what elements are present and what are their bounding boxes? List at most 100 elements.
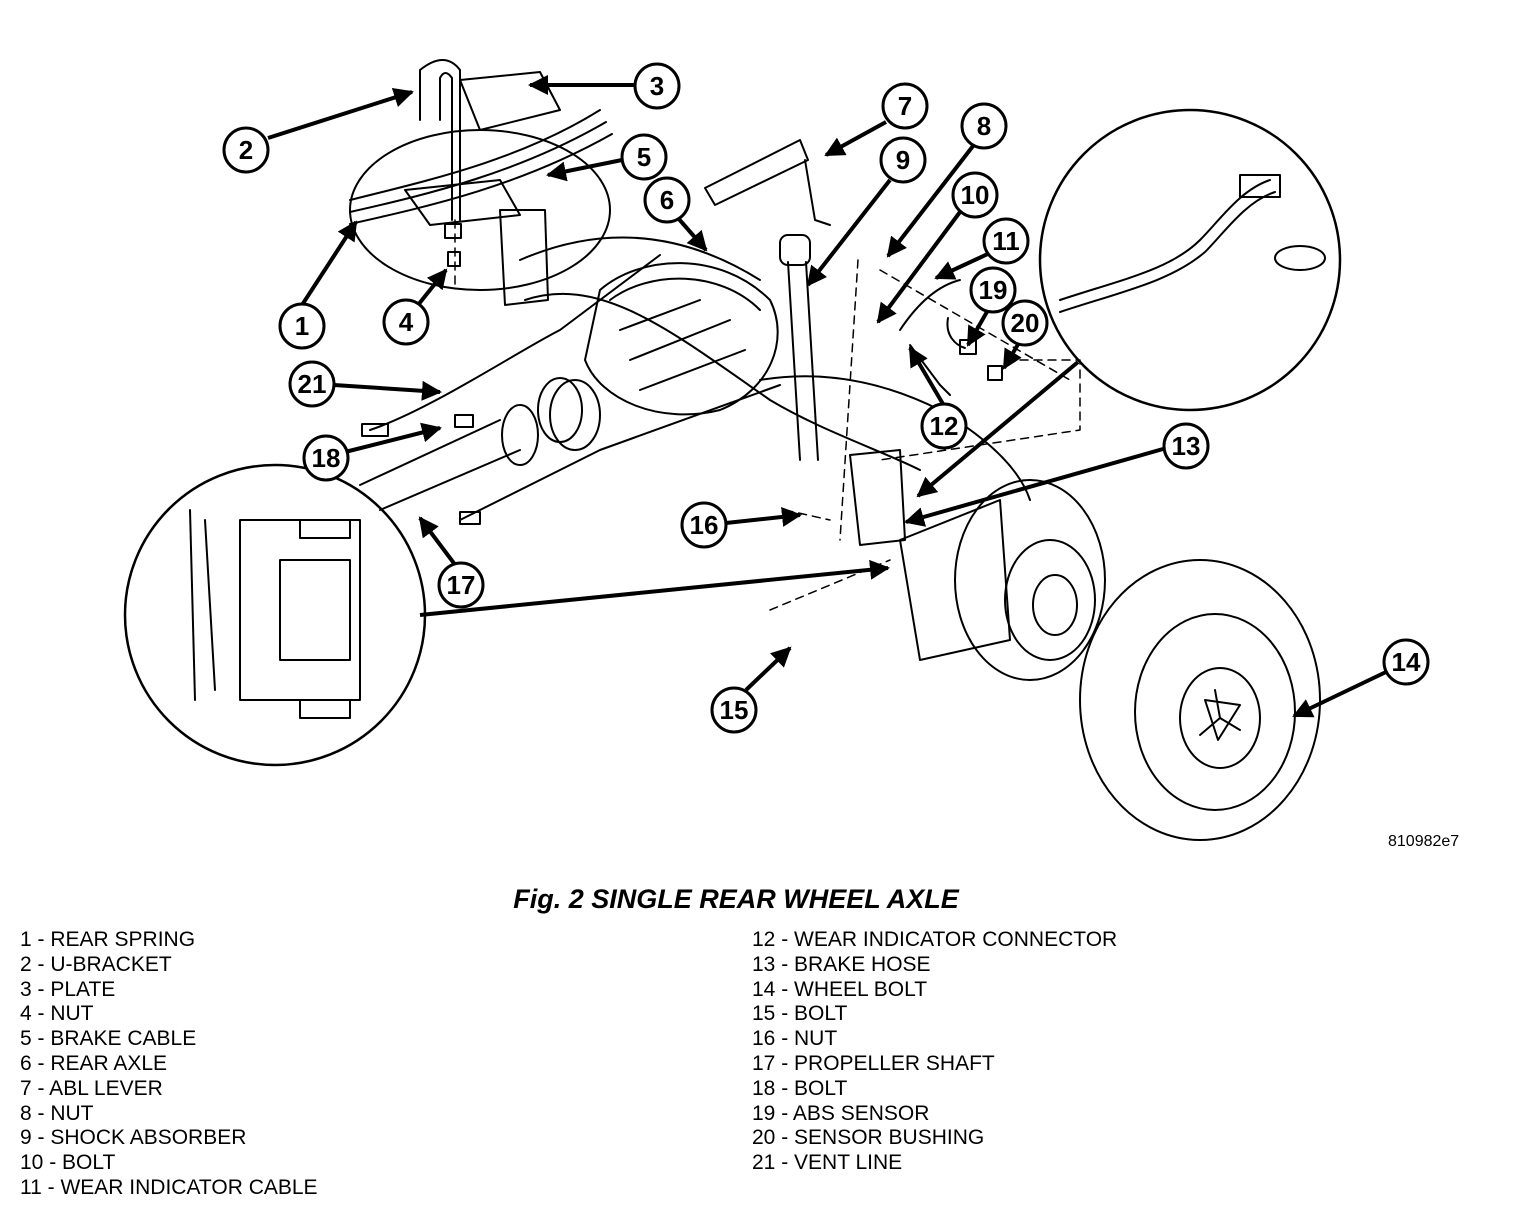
leader-lines [267, 75, 1387, 718]
callout-11: 11 [982, 217, 1030, 265]
leader-21 [333, 380, 442, 401]
legend-item: 16 - NUT [752, 1027, 838, 1051]
leader-10 [876, 210, 962, 324]
svg-text:20: 20 [1011, 308, 1040, 338]
callout-12: 12 [920, 402, 968, 450]
leader-8 [886, 144, 975, 258]
brake-hose-detail-inset [1038, 108, 1342, 412]
leader-19 [966, 309, 990, 347]
figure-title: Fig. 2 SINGLE REAR WHEEL AXLE [513, 884, 959, 914]
legend-right-column: 12 - WEAR INDICATOR CONNECTOR 13 - BRAKE… [752, 928, 1117, 1176]
leader-17 [418, 516, 458, 568]
svg-text:9: 9 [896, 145, 910, 175]
axle-diagram: 1 2 3 4 5 6 7 8 [123, 59, 1430, 841]
svg-text:3: 3 [650, 71, 664, 101]
svg-text:5: 5 [637, 142, 651, 172]
legend-item: 5 - BRAKE CABLE [20, 1027, 197, 1051]
legend-item: 6 - REAR AXLE [20, 1051, 168, 1075]
svg-text:19: 19 [979, 275, 1008, 305]
callout-6: 6 [643, 176, 691, 224]
callout-bubbles: 1 2 3 4 5 6 7 8 [222, 62, 1430, 734]
leader-inset-left [419, 559, 890, 617]
sensor-bushing-art [987, 365, 1003, 381]
leader-4 [416, 268, 448, 307]
leader-16 [725, 506, 802, 527]
svg-text:18: 18 [312, 443, 341, 473]
callout-15: 15 [710, 686, 758, 734]
propeller-shaft-art [359, 384, 781, 525]
vent-line-art [369, 254, 661, 431]
legend-item: 9 - SHOCK ABSORBER [20, 1126, 247, 1150]
leader-15 [744, 646, 792, 692]
svg-text:17: 17 [447, 570, 476, 600]
callout-18: 18 [302, 434, 350, 482]
legend-left-column: 1 - REAR SPRING 2 - U-BRACKET 3 - PLATE … [20, 928, 318, 1201]
callout-3: 3 [633, 62, 681, 110]
leader-11 [934, 250, 993, 280]
legend-item: 1 - REAR SPRING [20, 928, 196, 951]
svg-text:7: 7 [898, 91, 912, 121]
legend-item: 17 - PROPELLER SHAFT [752, 1051, 995, 1075]
line-art [123, 59, 1342, 841]
image-code: 810982e7 [1388, 833, 1460, 850]
svg-text:15: 15 [720, 695, 749, 725]
callout-2: 2 [222, 126, 270, 174]
callout-9: 9 [879, 136, 927, 184]
shock-absorber-art [704, 139, 831, 461]
leader-9 [806, 178, 892, 287]
svg-text:2: 2 [239, 135, 253, 165]
legend-item: 2 - U-BRACKET [20, 952, 172, 976]
leader-5 [546, 158, 623, 182]
leader-18 [344, 422, 442, 454]
legend-item: 10 - BOLT [20, 1151, 116, 1175]
rear-spring-art [349, 59, 613, 306]
legend-item: 11 - WEAR INDICATOR CABLE [20, 1175, 318, 1199]
svg-text:11: 11 [992, 226, 1020, 256]
leader-inset-right [916, 360, 1080, 498]
leader-14 [1292, 670, 1387, 718]
callout-17: 17 [437, 561, 485, 609]
leader-2 [267, 87, 414, 140]
callout-7: 7 [881, 82, 929, 130]
legend-item: 15 - BOLT [752, 1002, 848, 1026]
callout-19: 19 [969, 266, 1017, 314]
svg-text:16: 16 [690, 510, 719, 540]
wheel-art [1079, 559, 1321, 841]
callout-1: 1 [278, 302, 326, 350]
svg-text:8: 8 [977, 111, 991, 141]
svg-text:13: 13 [1172, 431, 1201, 461]
callout-13: 13 [1162, 422, 1210, 470]
callout-10: 10 [951, 171, 999, 219]
vent-line-end-art [361, 423, 389, 437]
legend-item: 4 - NUT [20, 1002, 94, 1026]
legend-item: 18 - BOLT [752, 1076, 848, 1100]
callout-21: 21 [288, 360, 336, 408]
wear-indicator-connector-art [909, 344, 951, 396]
callout-14: 14 [1382, 638, 1430, 686]
rear-axle-art [519, 236, 1031, 501]
leader-13 [904, 447, 1164, 527]
callout-4: 4 [382, 298, 430, 346]
svg-text:14: 14 [1392, 647, 1421, 677]
leader-20 [1002, 339, 1022, 370]
svg-text:21: 21 [298, 369, 327, 399]
callout-8: 8 [960, 102, 1008, 150]
svg-text:12: 12 [930, 411, 959, 441]
axle-illustration: 1 2 3 4 5 6 7 8 [123, 59, 1430, 841]
callout-16: 16 [680, 501, 728, 549]
wear-indicator-cable-art [899, 279, 961, 331]
callout-5: 5 [620, 133, 668, 181]
svg-text:1: 1 [295, 311, 309, 341]
legend-item: 3 - PLATE [20, 977, 116, 1001]
svg-text:10: 10 [961, 180, 990, 210]
legend-item: 21 - VENT LINE [752, 1151, 903, 1175]
legend-item: 8 - NUT [20, 1101, 94, 1125]
leader-6 [676, 216, 708, 252]
leader-7 [824, 120, 887, 157]
callout-20: 20 [1001, 299, 1049, 347]
svg-text:6: 6 [660, 185, 674, 215]
leader-12 [908, 346, 945, 406]
legend-item: 19 - ABS SENSOR [752, 1101, 930, 1125]
legend-item: 20 - SENSOR BUSHING [752, 1126, 985, 1150]
abs-sensor-art [946, 317, 966, 349]
